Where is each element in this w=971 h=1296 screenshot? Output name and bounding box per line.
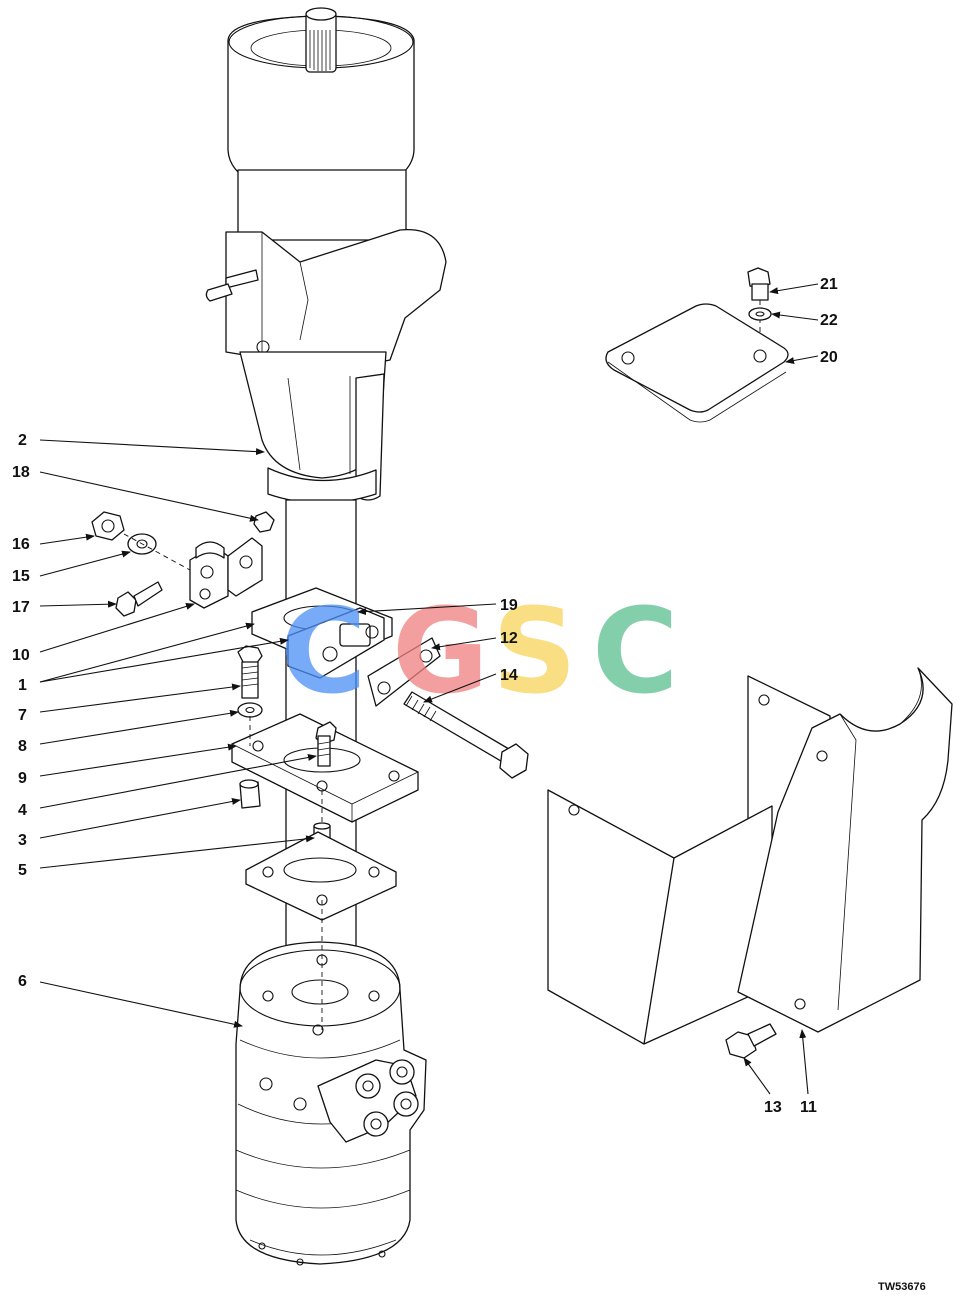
hardware-nut-washer-bolt — [91, 511, 275, 617]
callout-20: 20 — [820, 349, 838, 366]
callout-9: 9 — [18, 770, 27, 787]
clamp-plate — [367, 637, 441, 707]
callout-11: 11 — [800, 1099, 817, 1116]
callout-19: 19 — [500, 597, 518, 614]
callout-7: 7 — [18, 707, 27, 724]
spline-lines — [309, 30, 331, 71]
callout-2: 2 — [18, 432, 27, 449]
callout-18: 18 — [12, 464, 30, 481]
callout-1: 1 — [18, 677, 27, 694]
leader-lines — [39, 283, 819, 1095]
lower-flange — [245, 831, 397, 921]
bolt-and-washer — [237, 645, 263, 718]
figure-id: TW53676 — [878, 1281, 926, 1293]
long-bolt — [403, 691, 529, 779]
callout-8: 8 — [18, 738, 27, 755]
watermark-letter-3: S — [492, 582, 577, 720]
callout-21: 21 — [820, 276, 838, 293]
cover-plate-assembly — [605, 267, 789, 423]
watermark-letter-4: C — [592, 582, 679, 720]
callout-15: 15 — [12, 568, 30, 585]
steering-valve-unit — [235, 941, 427, 1266]
callout-10: 10 — [12, 647, 30, 664]
callout-17: 17 — [12, 599, 30, 616]
callout-13: 13 — [764, 1099, 782, 1116]
watermark-letter-2: G — [392, 582, 489, 720]
callout-labels: 2 18 16 15 17 10 1 7 8 9 4 3 5 6 19 12 1… — [12, 276, 838, 1116]
callout-12: 12 — [500, 630, 518, 647]
column-shroud — [547, 667, 953, 1059]
watermark-letter-1: C — [280, 582, 367, 720]
callout-4: 4 — [18, 802, 27, 819]
clamp-bracket-upper — [251, 587, 393, 679]
callout-14: 14 — [500, 667, 518, 684]
callout-3: 3 — [18, 832, 27, 849]
swivel-bracket — [189, 537, 263, 609]
callout-5: 5 — [18, 862, 27, 879]
watermark: C G S C — [280, 582, 679, 720]
callout-22: 22 — [820, 312, 838, 329]
callout-16: 16 — [12, 536, 30, 553]
callout-6: 6 — [18, 973, 27, 990]
